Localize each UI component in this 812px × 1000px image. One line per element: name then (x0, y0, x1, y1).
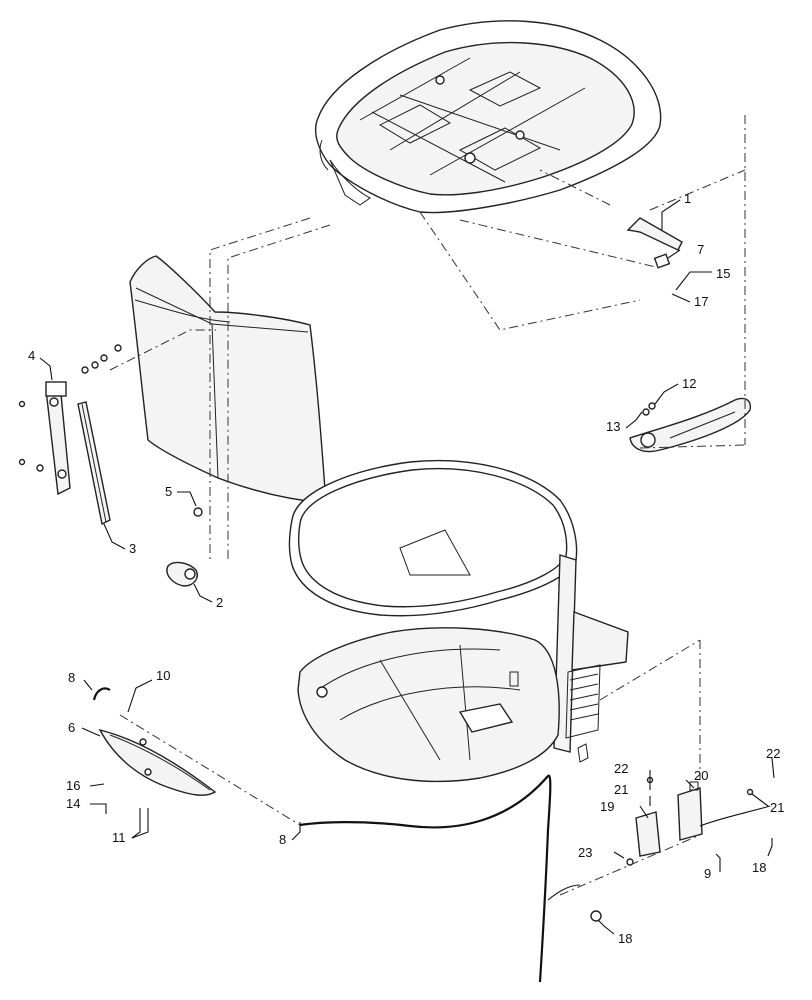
callout-2: 2 (216, 595, 223, 610)
callout-18-lower: 18 (618, 931, 632, 946)
callout-14: 14 (66, 796, 80, 811)
callout-8-lower: 8 (279, 832, 286, 847)
washer-reservoir (590, 776, 754, 922)
callout-labels: 1 7 15 17 12 13 4 3 5 2 8 10 6 16 14 11 … (28, 191, 784, 946)
mounting-bracket (626, 217, 683, 269)
callout-6: 6 (68, 720, 75, 735)
callout-19: 19 (600, 799, 614, 814)
leader-lines (39, 199, 775, 935)
callout-13: 13 (606, 419, 620, 434)
callout-10: 10 (156, 668, 170, 683)
front-lower-trim (98, 728, 217, 796)
wiper-arm-assembly (18, 381, 71, 496)
callout-7: 7 (697, 242, 704, 257)
washer-fitting (166, 507, 203, 587)
callout-21-left: 21 (614, 782, 628, 797)
callout-4: 4 (28, 348, 35, 363)
cab-frame (288, 459, 629, 783)
callout-20: 20 (694, 768, 708, 783)
callout-9: 9 (704, 866, 711, 881)
callout-12: 12 (682, 376, 696, 391)
callout-22-left: 22 (614, 761, 628, 776)
cab-roof-assembly (314, 20, 662, 214)
callout-16: 16 (66, 778, 80, 793)
callout-3: 3 (129, 541, 136, 556)
callout-22-right: 22 (766, 746, 780, 761)
callout-11: 11 (112, 830, 126, 845)
callout-8-upper: 8 (68, 670, 75, 685)
callout-1: 1 (684, 191, 691, 206)
assembly-lines (109, 115, 746, 896)
callout-21-right: 21 (770, 800, 784, 815)
interior-light-bezel (629, 397, 752, 453)
callout-18-right: 18 (752, 860, 766, 875)
callout-17: 17 (694, 294, 708, 309)
washer-hose-9 (547, 805, 771, 901)
wiper-hardware (81, 344, 122, 374)
callout-23: 23 (578, 845, 592, 860)
callout-15: 15 (716, 266, 730, 281)
washer-hose-8 (92, 687, 552, 983)
wiper-blade (77, 401, 111, 526)
callout-5: 5 (165, 484, 172, 499)
